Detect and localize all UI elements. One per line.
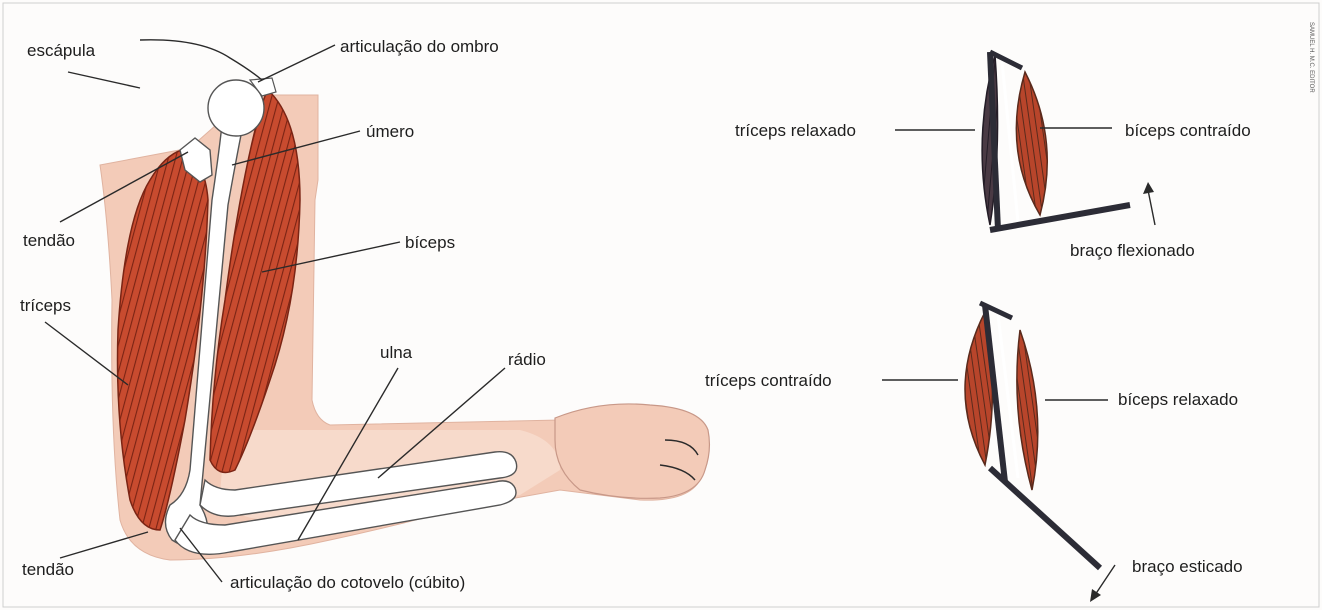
label-biceps: bíceps xyxy=(405,233,455,252)
label-biceps-contraido: bíceps contraído xyxy=(1125,121,1251,140)
label-ulna: ulna xyxy=(380,343,413,362)
label-tendao-bottom: tendão xyxy=(22,560,74,579)
flexed-arrow-shaft xyxy=(1148,190,1155,225)
label-tendao-top: tendão xyxy=(23,231,75,250)
flexed-forearm-rod xyxy=(990,205,1130,230)
label-articulacao-cotovelo: articulação do cotovelo (cúbito) xyxy=(230,573,465,592)
label-articulacao-ombro: articulação do ombro xyxy=(340,37,499,56)
extended-arm-diagram xyxy=(882,303,1115,602)
label-braco-esticado: braço esticado xyxy=(1132,557,1243,576)
extended-arrow-head xyxy=(1090,589,1101,602)
label-triceps-contraido: tríceps contraído xyxy=(705,371,832,390)
main-arm xyxy=(100,78,709,560)
label-triceps: tríceps xyxy=(20,296,71,315)
leader-escapula-outline xyxy=(140,40,262,80)
leader-escapula xyxy=(68,72,140,88)
label-triceps-relaxado: tríceps relaxado xyxy=(735,121,856,140)
label-escapula: escápula xyxy=(27,41,96,60)
flexed-bone-highlight xyxy=(1002,62,1018,222)
label-biceps-relaxado: bíceps relaxado xyxy=(1118,390,1238,409)
extended-forearm-rod xyxy=(990,468,1100,568)
hand xyxy=(555,404,709,498)
extended-biceps xyxy=(1017,330,1038,490)
label-braco-flexionado: braço flexionado xyxy=(1070,241,1195,260)
flexed-arm-diagram xyxy=(895,52,1155,230)
flexed-arrow-head xyxy=(1143,182,1154,194)
label-radio: rádio xyxy=(508,350,546,369)
label-umero: úmero xyxy=(366,122,414,141)
leader-articulacao-ombro xyxy=(258,45,335,82)
image-credit: SAMUEL H. M.C. EDITOR xyxy=(1308,22,1314,93)
flexed-biceps xyxy=(1016,72,1047,215)
